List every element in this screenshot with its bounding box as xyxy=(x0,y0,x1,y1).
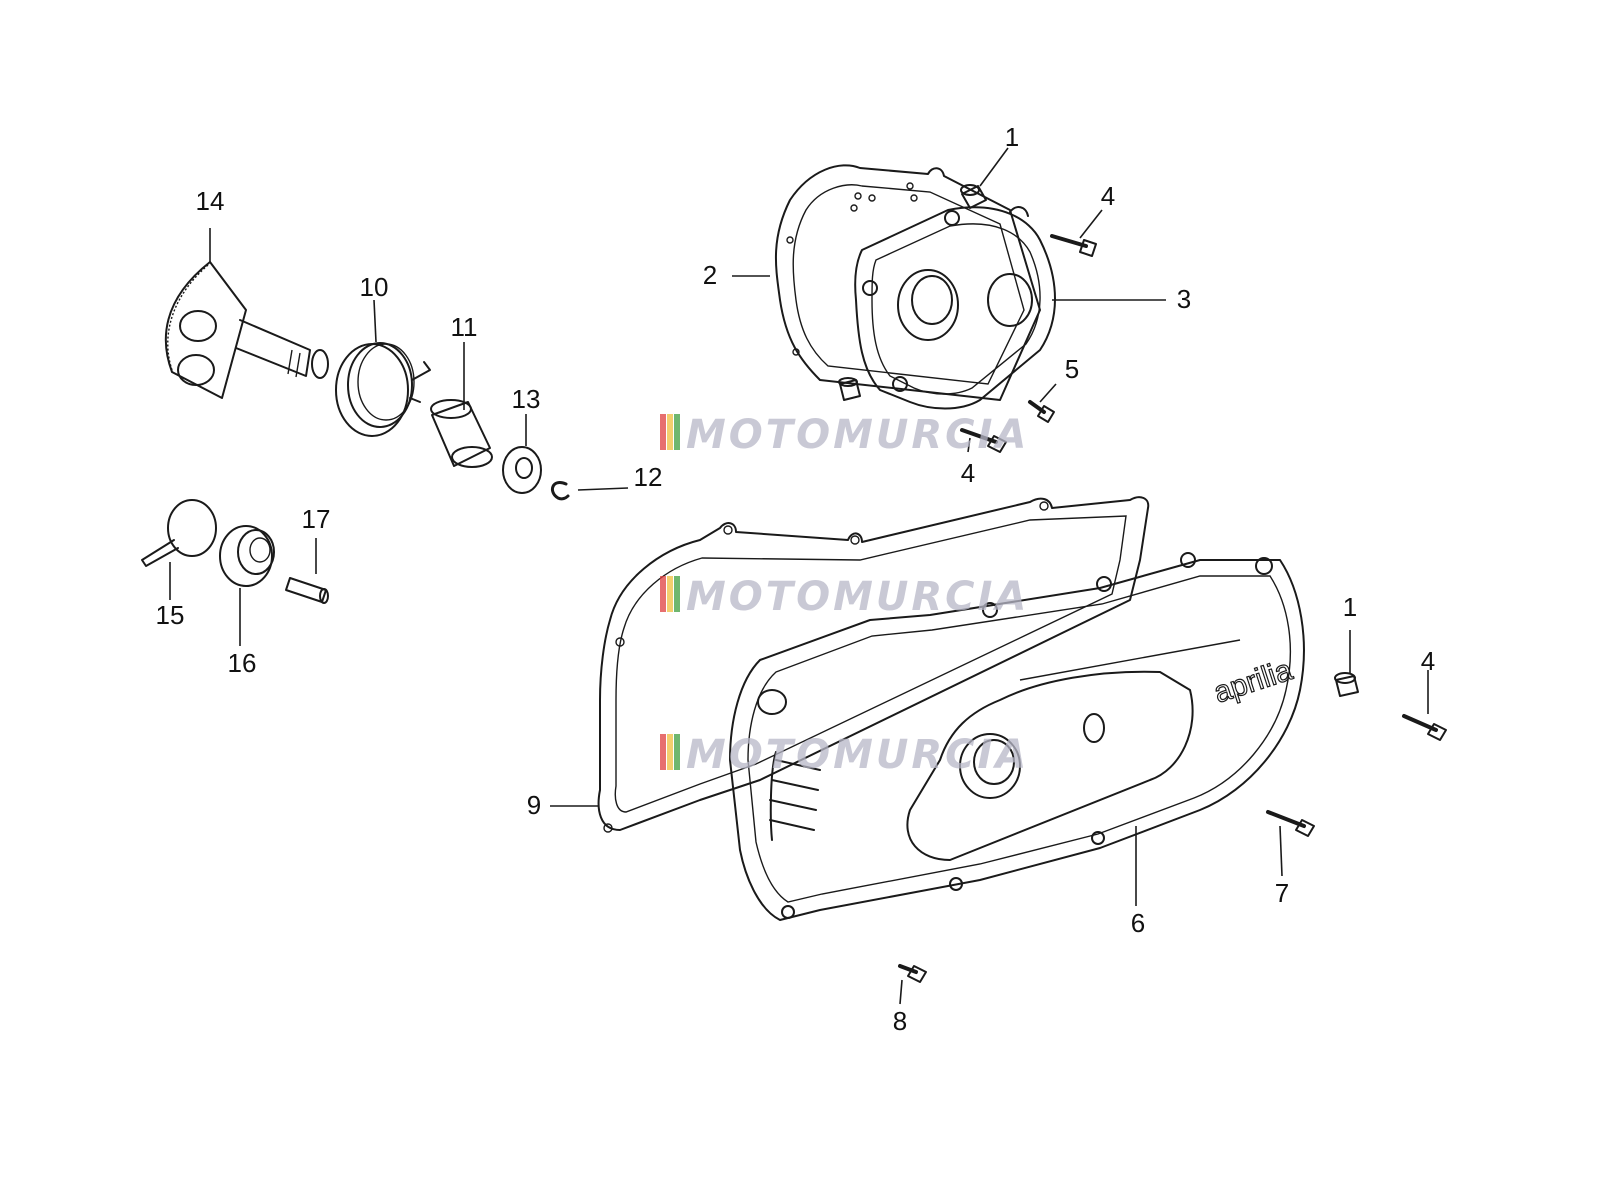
callout-10: 10 xyxy=(360,272,389,302)
callout-4-upper: 4 xyxy=(1101,181,1115,211)
callout-17: 17 xyxy=(302,504,331,534)
part-5-bolt xyxy=(1028,400,1055,423)
part-3-inner-cover xyxy=(854,206,1056,410)
callout-9: 9 xyxy=(527,790,541,820)
watermark-stripe-green xyxy=(674,576,680,612)
watermark-3: MOTOMURCIA xyxy=(660,732,1029,778)
watermark-text: MOTOMURCIA xyxy=(686,412,1029,458)
watermark-1: MOTOMURCIA xyxy=(660,412,1029,458)
part-8-bolt xyxy=(898,964,927,983)
callout-7: 7 xyxy=(1275,878,1289,908)
callout-6: 6 xyxy=(1131,908,1145,938)
callout-16: 16 xyxy=(228,648,257,678)
part-4-bolt-upper xyxy=(1050,234,1097,257)
part-16-starter-pinion xyxy=(219,525,275,587)
callout-labels: 1 2 3 4 5 4 14 10 11 13 12 17 15 16 1 4 … xyxy=(156,122,1436,1036)
callout-15: 15 xyxy=(156,600,185,630)
callout-4-lower: 4 xyxy=(1421,646,1435,676)
part-4-bolt-lower xyxy=(1402,714,1447,741)
part-13-washer xyxy=(502,446,542,494)
callout-5: 5 xyxy=(1065,354,1079,384)
callout-13: 13 xyxy=(512,384,541,414)
callout-4-middle: 4 xyxy=(961,458,975,488)
watermark-stripe-yellow xyxy=(667,414,673,450)
leader-lines xyxy=(169,147,1429,1005)
watermark-stripe-green xyxy=(674,734,680,770)
watermark-stripe-green xyxy=(674,414,680,450)
watermark-stripe-red xyxy=(660,734,666,770)
watermark-stripe-yellow xyxy=(667,734,673,770)
part-10-kickstart-spring xyxy=(335,342,431,437)
part-17-pin xyxy=(285,577,329,604)
callout-14: 14 xyxy=(196,186,225,216)
part-2-gasket xyxy=(774,164,1041,401)
part-1-dowel-upper xyxy=(960,184,987,209)
watermark-text: MOTOMURCIA xyxy=(686,732,1029,778)
callout-3: 3 xyxy=(1177,284,1191,314)
part-14-kickstart-gear-shaft xyxy=(164,261,329,399)
part-15-clip xyxy=(141,499,217,567)
part-4-bolt-middle xyxy=(960,428,1007,453)
part-11-bushing xyxy=(430,399,493,468)
watermark-stripe-red xyxy=(660,576,666,612)
part-7-bolt xyxy=(1266,810,1315,837)
dowel-under-cover xyxy=(838,377,861,401)
part-9-cover-gasket xyxy=(597,496,1150,833)
callout-8: 8 xyxy=(893,1006,907,1036)
watermark-stripe-red xyxy=(660,414,666,450)
callout-1-upper: 1 xyxy=(1005,122,1019,152)
watermark-2: MOTOMURCIA xyxy=(660,574,1029,620)
watermark-text: MOTOMURCIA xyxy=(686,574,1029,620)
callout-11: 11 xyxy=(451,312,478,342)
callout-2: 2 xyxy=(703,260,717,290)
callout-12: 12 xyxy=(634,462,663,492)
watermark-stripe-yellow xyxy=(667,576,673,612)
callout-1-lower: 1 xyxy=(1343,592,1357,622)
part-1-dowel-lower xyxy=(1334,672,1359,697)
part-12-circlip xyxy=(550,481,570,501)
